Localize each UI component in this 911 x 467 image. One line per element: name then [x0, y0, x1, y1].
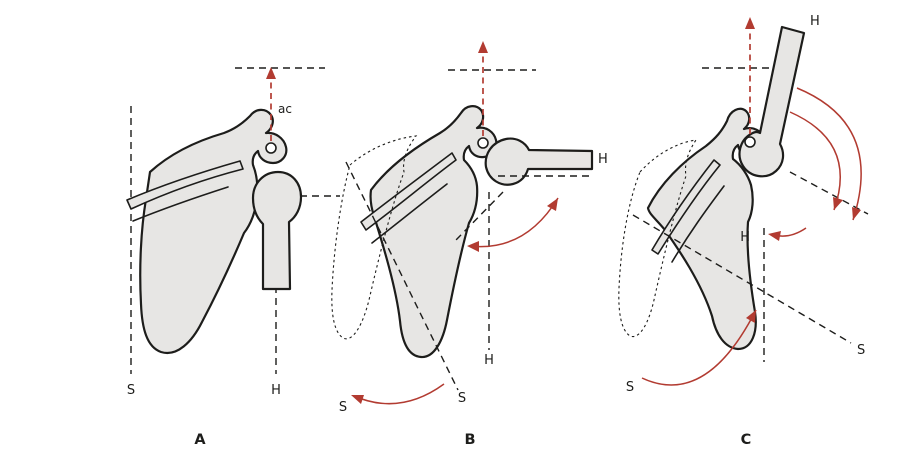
elevation-arc-inner-head-c — [833, 197, 843, 210]
ac-arrowhead-a — [266, 67, 276, 79]
panel-letter-b: B — [464, 432, 475, 448]
elevation-arc-outer-c — [796, 87, 862, 221]
label-ac-a: ac — [278, 102, 292, 116]
ac-joint-marker-a — [265, 142, 277, 154]
scapular-ridge-b — [371, 183, 448, 244]
label-h-axis-c: H — [740, 230, 750, 245]
elevation-arc-head-lower-b — [467, 241, 479, 252]
scapular-spine-c — [651, 159, 721, 255]
label-h-top-c: H — [810, 14, 820, 29]
scapula-a — [139, 108, 288, 355]
scapula-b — [369, 105, 498, 359]
panel-letter-a: A — [194, 432, 206, 448]
panel-b: H H S S B — [331, 41, 608, 448]
scapula-ghost-outline-c — [618, 139, 698, 338]
rotation-arc-head-b — [351, 395, 364, 404]
elevation-arc-outer-path-c — [796, 87, 862, 221]
rotation-arc-path-c — [641, 309, 757, 386]
label-s-left-b: S — [339, 400, 347, 415]
rotation-arc-head-c — [746, 310, 756, 323]
scapular-spine-b — [360, 152, 457, 231]
ac-joint-marker-c — [744, 136, 756, 148]
scapula-ghost-outline-b — [331, 135, 418, 340]
scapular-ridge-a — [132, 186, 229, 222]
scapular-ridge-c — [671, 185, 725, 263]
elevation-arc-inner-path-c — [789, 111, 841, 211]
vertical-reference-arrow-b — [478, 41, 488, 136]
label-s-right-c: S — [857, 343, 865, 358]
panel-a: ac S H A — [126, 67, 340, 448]
elevation-arc-outer-head-c — [852, 207, 861, 220]
panel-letter-c: C — [741, 432, 752, 448]
scapula-axis-line-c — [632, 214, 852, 344]
elevation-arc-path-b — [469, 197, 559, 248]
label-h-a: H — [271, 383, 281, 398]
label-s-left-c: S — [626, 380, 634, 395]
elevation-arc-inner-c — [789, 111, 843, 211]
angle-reference-line-c — [789, 171, 869, 215]
humerus-c — [738, 25, 806, 178]
scapula-c — [646, 107, 767, 351]
vertical-reference-arrow-c — [745, 17, 755, 134]
scapular-spine-a — [126, 160, 244, 210]
scapula-axis-line-b — [345, 161, 459, 391]
humerus-axis-pointer-c — [768, 227, 807, 241]
label-h-axis-b: H — [484, 353, 494, 368]
scapular-rotation-arc-c — [641, 309, 757, 386]
scapular-rotation-arc-b — [351, 383, 445, 405]
elevation-arc-head-upper-b — [547, 198, 558, 211]
humerus-a — [251, 170, 303, 291]
ac-joint-marker-b — [477, 137, 489, 149]
label-h-shaft-b: H — [598, 152, 608, 167]
arrowhead-b — [478, 41, 488, 53]
ac-elevation-arrow-a — [266, 67, 276, 141]
humerus-b — [484, 137, 594, 186]
rotation-arc-path-b — [353, 383, 445, 405]
label-s-a: S — [127, 383, 135, 398]
humerus-axis-pointer-head-c — [768, 231, 781, 241]
arrowhead-c — [745, 17, 755, 29]
elevation-arc-b — [467, 197, 559, 252]
panel-c: H H S S C — [618, 14, 869, 448]
label-s-right-b: S — [458, 391, 466, 406]
